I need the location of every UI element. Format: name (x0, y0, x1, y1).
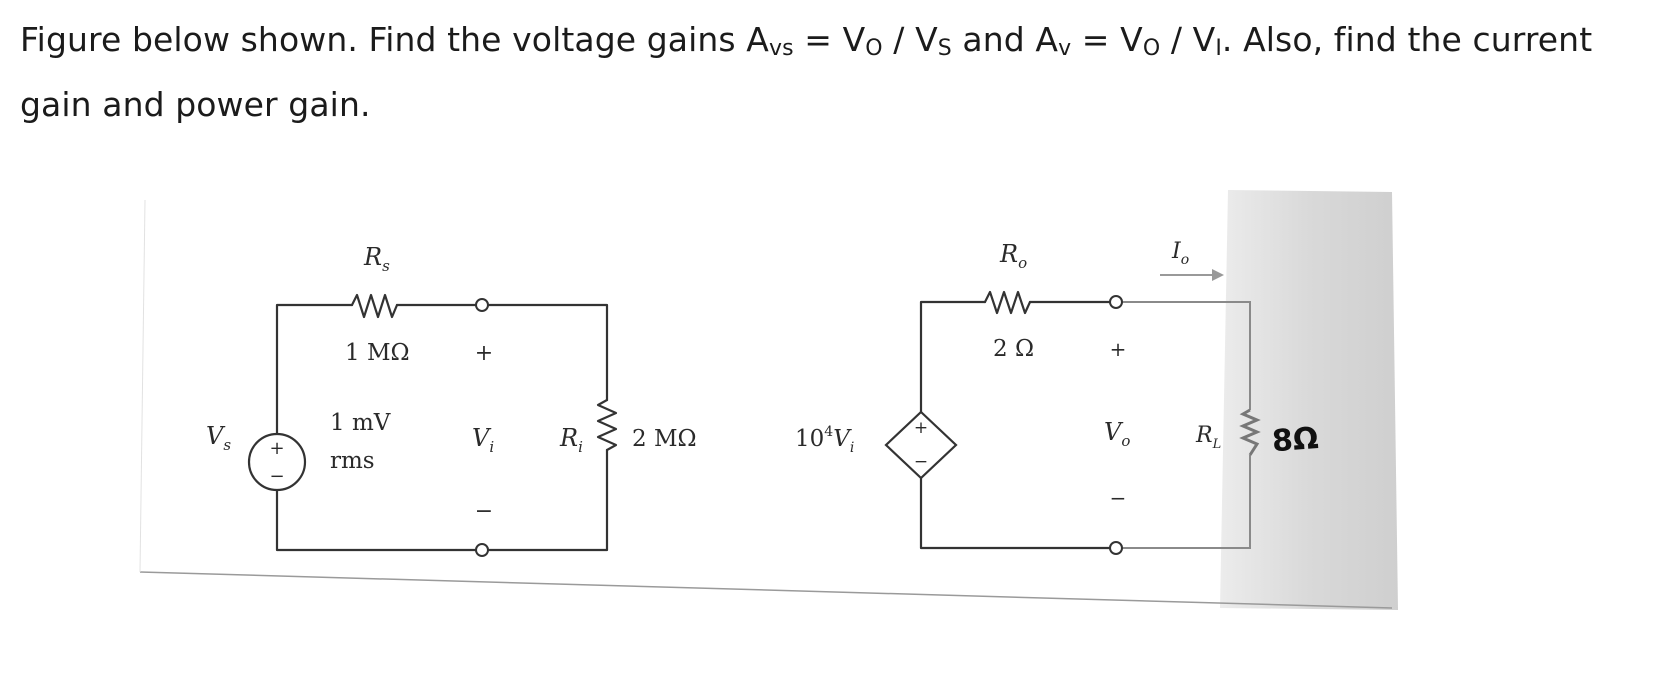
figure-left-edge (139, 199, 146, 573)
wire-bottom-left (275, 478, 478, 552)
vo-label: Vo (1104, 418, 1130, 450)
source-value-line1: 1 mV (330, 410, 391, 436)
vi-minus-sign: − (475, 499, 493, 524)
rl-label: RL (1195, 423, 1221, 452)
dep-var-sub: i (850, 440, 854, 456)
q-subscript: I (1215, 36, 1222, 61)
q-subscript: O (1142, 36, 1161, 61)
q-text-part: = V (793, 20, 866, 59)
ro-label: Ro (999, 240, 1027, 272)
io-label-sub: o (1181, 252, 1189, 268)
vi-plus-terminal (475, 298, 489, 312)
figure-bottom-edge (139, 571, 1393, 609)
vi-label-main: V (472, 424, 492, 452)
question-text: Figure below shown. Find the voltage gai… (20, 12, 1650, 133)
dep-var: V (833, 426, 852, 452)
q-subscript: O (865, 36, 883, 61)
photo-shadow-region (1220, 190, 1398, 610)
io-label-main: I (1171, 239, 1182, 264)
q-text-part: Figure below shown. Find the voltage gai… (20, 20, 769, 59)
dependent-source-icon (884, 410, 958, 480)
vo-plus-terminal (1109, 295, 1123, 309)
rl-label-sub: L (1212, 437, 1222, 452)
q-text-part: / V (882, 20, 938, 59)
ro-value: 2 Ω (993, 336, 1034, 362)
ro-resistor (983, 290, 1032, 315)
dep-plus-sign: + (914, 418, 928, 438)
rl-value-handwritten: 8Ω (1271, 421, 1320, 459)
dep-coef: 10 (795, 426, 824, 452)
ro-label-sub: o (1018, 254, 1027, 272)
rs-resistor (350, 293, 399, 319)
q-text-part: / V (1160, 20, 1216, 59)
io-arrow-head (1212, 269, 1224, 281)
q-text-part: = V (1071, 20, 1143, 59)
rs-label: Rs (363, 243, 390, 275)
q-subscript: vs (768, 36, 794, 61)
vs-label-sub: s (223, 436, 231, 454)
rl-label-main: R (1195, 423, 1213, 448)
rs-label-sub: s (382, 257, 390, 275)
wire-source-top (275, 303, 354, 447)
ri-value: 2 MΩ (632, 426, 697, 452)
rs-label-main: R (363, 243, 382, 271)
wire-dep-top (919, 300, 987, 427)
question-line-1: Figure below shown. Find the voltage gai… (20, 12, 1650, 77)
vi-minus-terminal (475, 543, 489, 557)
vi-label-sub: i (489, 438, 494, 456)
q-subscript: S (937, 36, 952, 61)
vo-minus-sign: − (1110, 486, 1127, 510)
ri-resistor (596, 398, 618, 452)
io-label: Io (1171, 239, 1189, 268)
ri-label-main: R (559, 424, 578, 452)
wire-output-top (1122, 301, 1251, 410)
q-text-part: and A (951, 20, 1059, 59)
question-line-2: gain and power gain. (20, 85, 371, 124)
ri-label: Ri (559, 424, 583, 456)
vi-label: Vi (472, 424, 494, 456)
vo-label-main: V (1104, 418, 1124, 446)
ri-label-sub: i (578, 438, 583, 456)
wire-rl-bottom (1122, 455, 1251, 549)
q-subscript: v (1058, 36, 1072, 61)
dep-exp: 4 (824, 424, 833, 440)
source-plus-sign: + (269, 438, 284, 459)
voltage-source-icon (247, 432, 307, 492)
vs-label: Vs (206, 422, 231, 454)
vi-plus-sign: + (475, 341, 493, 366)
wire-top-to-ri (486, 303, 609, 402)
rs-value: 1 MΩ (345, 340, 410, 366)
vo-minus-terminal (1109, 541, 1123, 555)
dep-source-label: 104Vi (795, 424, 854, 456)
vo-label-sub: o (1121, 432, 1130, 450)
dep-minus-sign: − (914, 452, 928, 472)
vo-plus-sign: + (1110, 337, 1127, 361)
ro-label-main: R (999, 240, 1018, 268)
wire-dep-bottom (919, 463, 1112, 550)
source-minus-sign: − (269, 466, 284, 487)
q-text-part: . Also, find the current (1221, 20, 1593, 59)
wire-ri-bottom (486, 448, 609, 552)
rl-resistor (1239, 408, 1261, 456)
vs-label-main: V (206, 422, 226, 450)
source-value-line2: rms (330, 448, 375, 474)
